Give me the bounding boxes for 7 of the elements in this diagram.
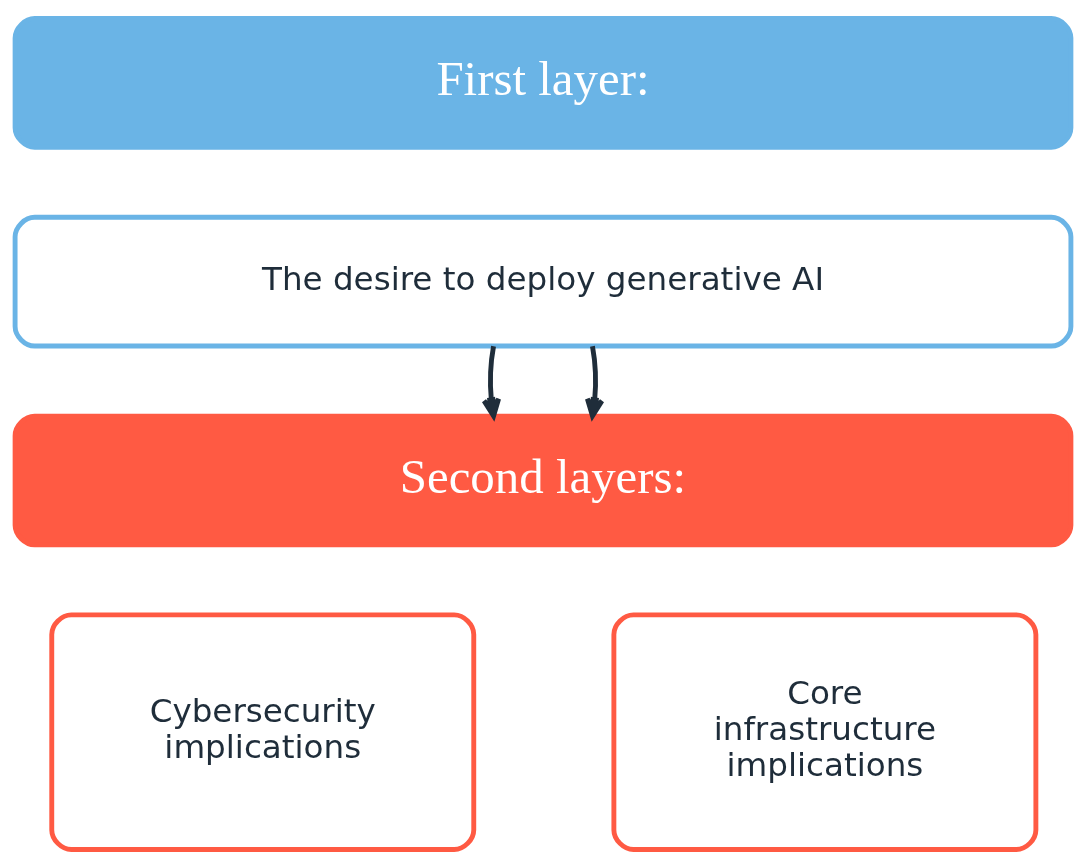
node-box: Core infrastructure implications [611,612,1039,852]
arrow [481,345,502,419]
node-box: Cybersecurity implications [49,612,477,852]
node-box: First layer: [12,16,1074,150]
node-box: Second layers: [12,413,1074,548]
arrow [584,345,605,419]
node-box: The desire to deploy generative AI [12,214,1074,349]
